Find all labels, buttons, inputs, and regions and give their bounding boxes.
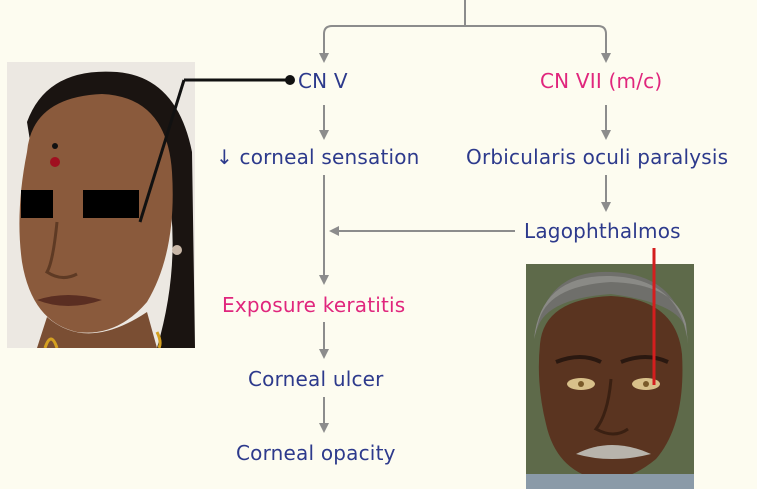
node-cn-v: CN V [298,69,348,93]
node-corneal-opacity: Corneal opacity [236,441,396,465]
node-cn-vii: CN VII (m/c) [540,69,663,93]
left-patient-photo [7,62,195,348]
node-orbicularis-oculi-paralysis: Orbicularis oculi paralysis [466,145,729,169]
node-lagophthalmos: Lagophthalmos [524,219,681,243]
node-corneal-ulcer: Corneal ulcer [248,367,384,391]
node-exposure-keratitis: Exposure keratitis [222,293,406,317]
pointer-black [138,78,288,223]
right-patient-photo [526,264,694,489]
bracket-line [323,25,607,50]
node-corneal-sensation: ↓ corneal sensation [216,145,420,169]
pointer-dot [285,75,295,85]
